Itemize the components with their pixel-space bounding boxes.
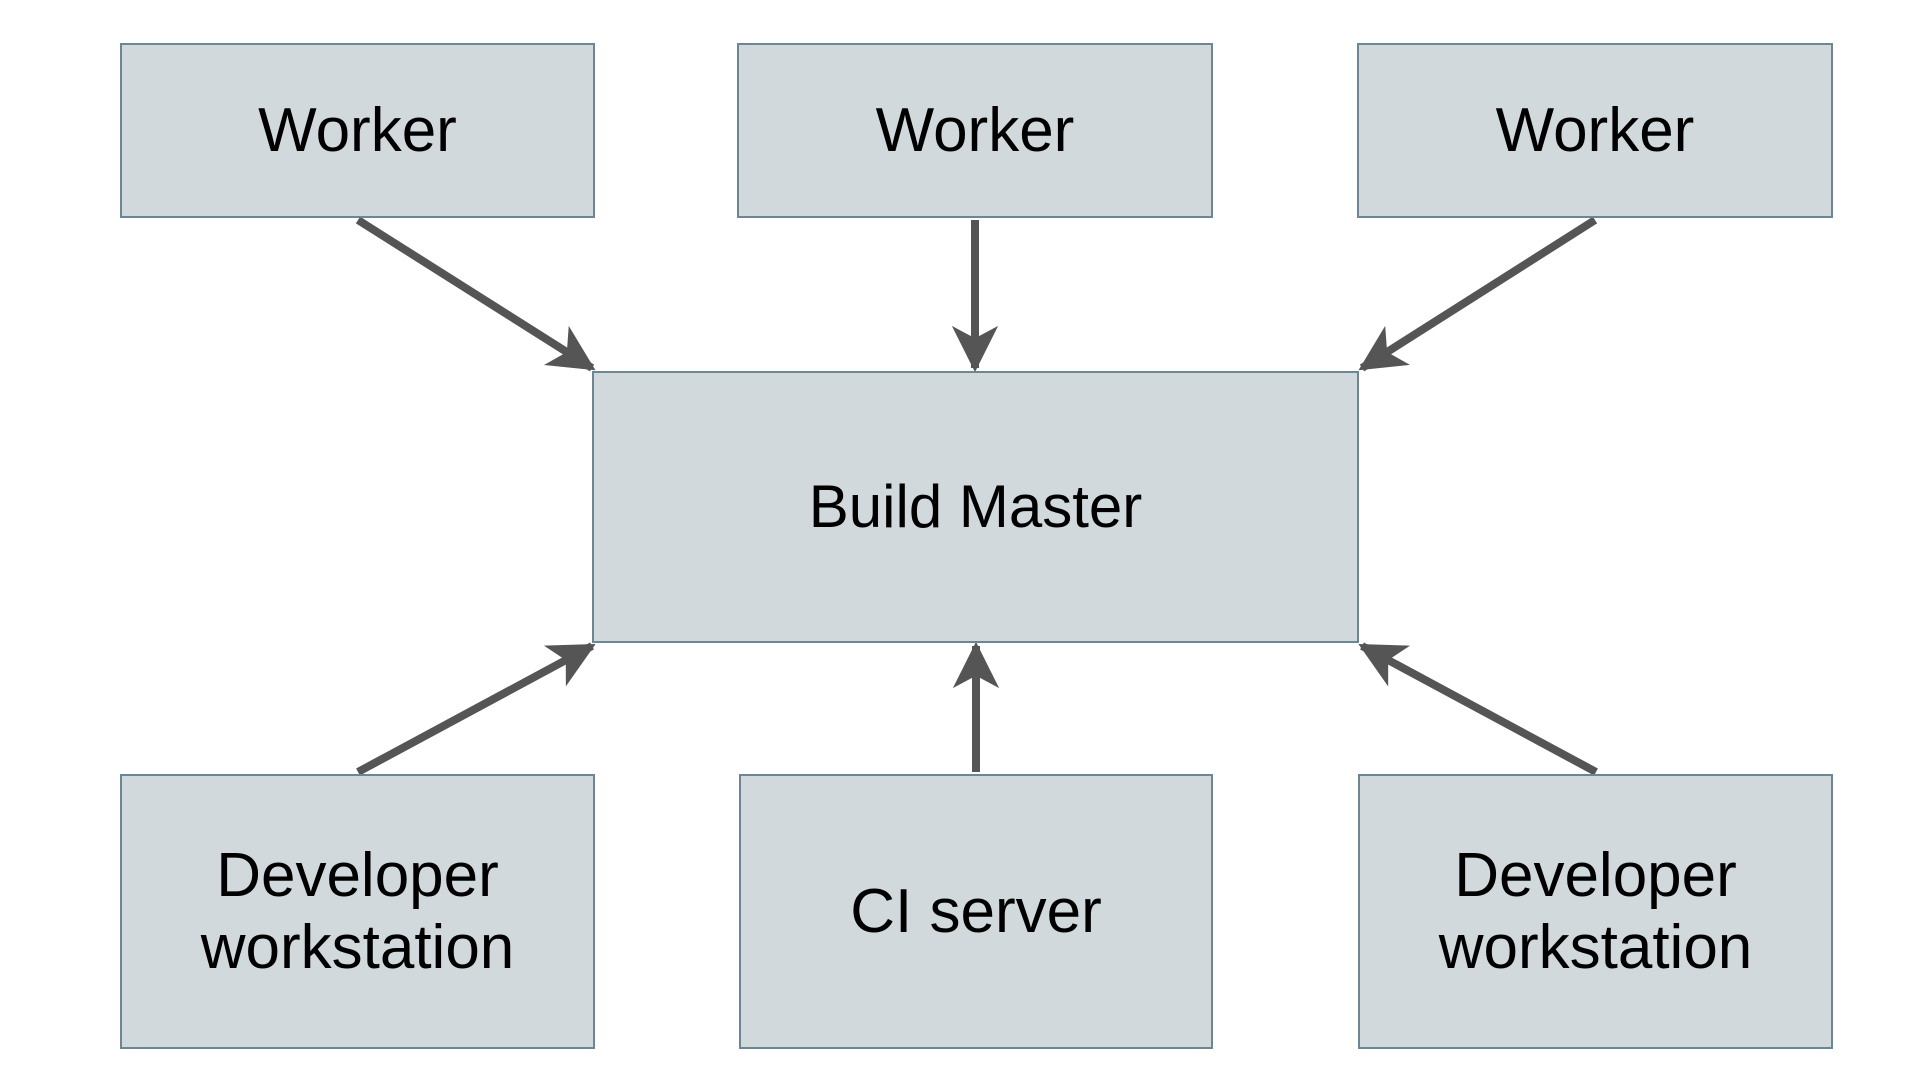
node-worker-1-label: Worker — [258, 95, 457, 165]
node-ci-server[interactable]: CI server — [739, 774, 1213, 1049]
edge-dev-right-to-master — [1358, 642, 1598, 776]
node-worker-3-label: Worker — [1495, 95, 1695, 165]
edge-worker-3-to-master — [1358, 216, 1598, 372]
node-worker-2-label: Worker — [875, 95, 1075, 165]
node-worker-1[interactable]: Worker — [120, 43, 595, 218]
node-worker-2[interactable]: Worker — [737, 43, 1213, 218]
node-developer-workstation-left-label: Developer workstation — [200, 840, 515, 982]
node-build-master-label: Build Master — [808, 473, 1143, 541]
edge-dev-left-to-master — [356, 642, 596, 776]
node-worker-3[interactable]: Worker — [1357, 43, 1833, 218]
node-developer-workstation-right-label: Developer workstation — [1438, 840, 1753, 982]
node-developer-workstation-right[interactable]: Developer workstation — [1358, 774, 1833, 1049]
node-developer-workstation-left[interactable]: Developer workstation — [120, 774, 595, 1049]
node-ci-server-label: CI server — [850, 876, 1102, 946]
edge-worker-1-to-master — [355, 216, 596, 372]
node-build-master[interactable]: Build Master — [592, 371, 1359, 643]
